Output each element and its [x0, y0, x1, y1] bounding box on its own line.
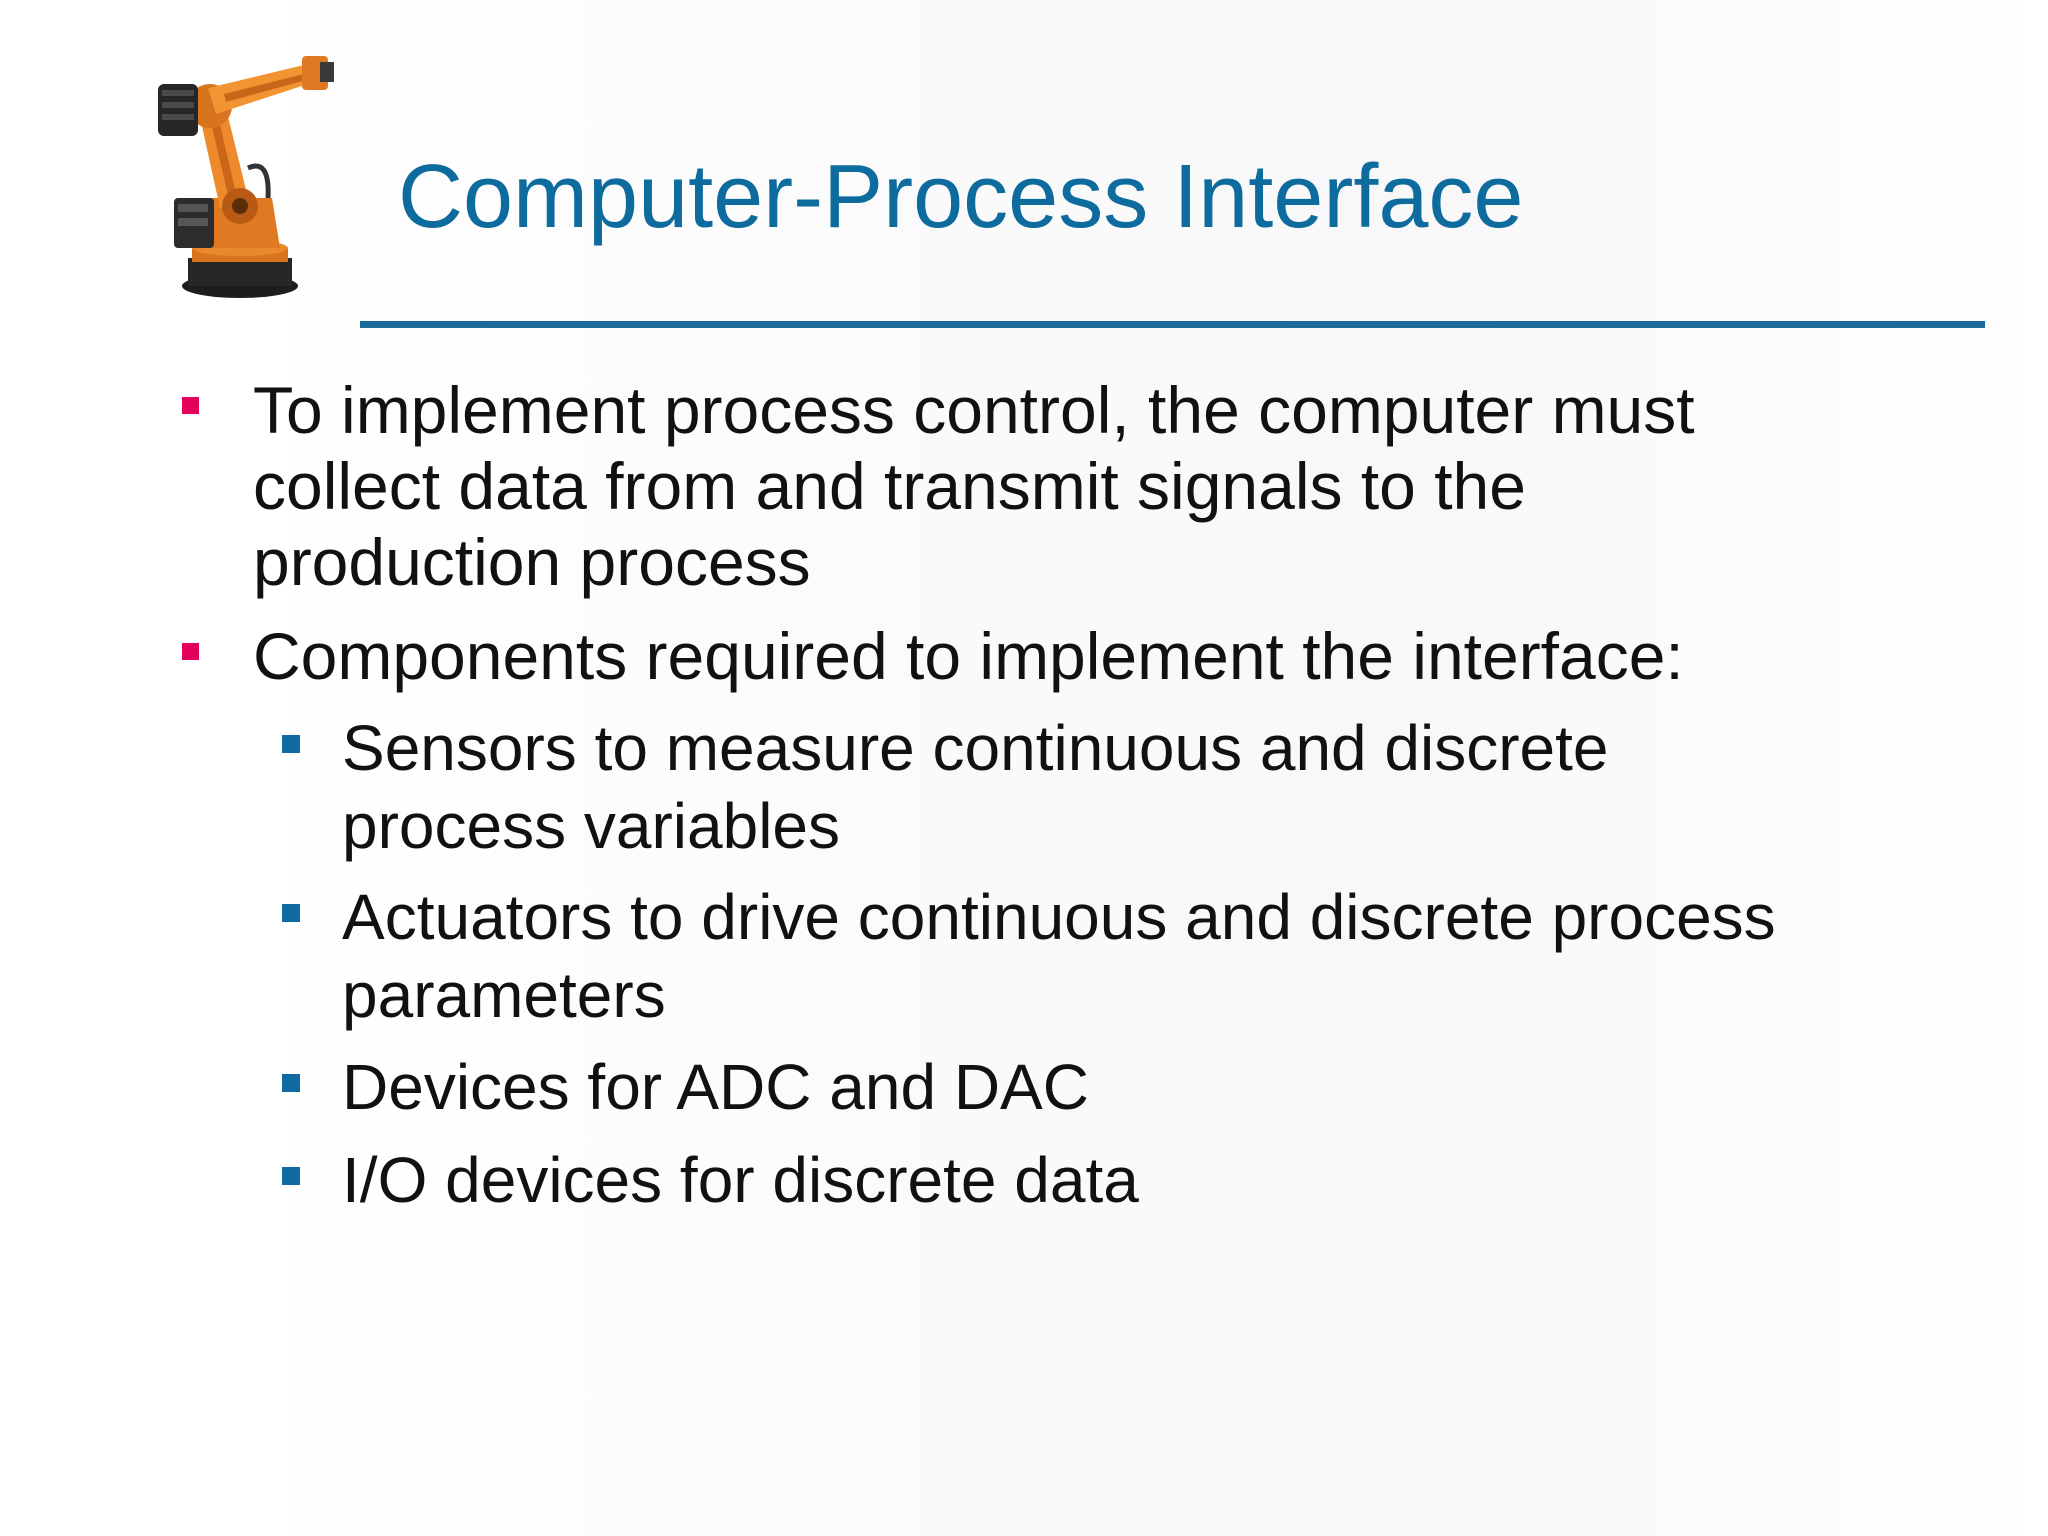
blue-square-bullet-icon: [282, 735, 300, 753]
bullet-text-line: collect data from and transmit signals t…: [253, 449, 1526, 523]
pink-square-bullet-icon: [182, 643, 199, 660]
sub-bullet-item: Devices for ADC and DAC: [282, 1048, 1089, 1126]
blue-square-bullet-icon: [282, 904, 300, 922]
pink-square-bullet-icon: [182, 397, 199, 414]
bullet-text-line: Components required to implement the int…: [253, 619, 1684, 693]
bullet-text-line: production process: [253, 525, 811, 599]
industrial-robot-arm-icon: [158, 56, 334, 298]
sub-bullet-text-line: process variables: [342, 790, 840, 862]
sub-bullet-text-line: Devices for ADC and DAC: [342, 1051, 1089, 1123]
slide-title: Computer-Process Interface: [398, 147, 1524, 247]
blue-square-bullet-icon: [282, 1167, 300, 1185]
sub-bullet-text-line: Sensors to measure continuous and discre…: [342, 712, 1609, 784]
bullet-text-line: To implement process control, the comput…: [253, 373, 1695, 447]
sub-bullet-text-line: Actuators to drive continuous and discre…: [342, 881, 1776, 953]
blue-square-bullet-icon: [282, 1074, 300, 1092]
title-divider: [360, 321, 1985, 328]
bullet-item: To implement process control, the comput…: [182, 372, 1695, 600]
sub-bullet-text-line: parameters: [342, 959, 666, 1031]
sub-bullet-item: I/O devices for discrete data: [282, 1141, 1139, 1219]
sub-bullet-item: Sensors to measure continuous and discre…: [282, 709, 1609, 865]
sub-bullet-text-line: I/O devices for discrete data: [342, 1144, 1139, 1216]
bullet-item: Components required to implement the int…: [182, 618, 1684, 694]
sub-bullet-item: Actuators to drive continuous and discre…: [282, 878, 1776, 1034]
